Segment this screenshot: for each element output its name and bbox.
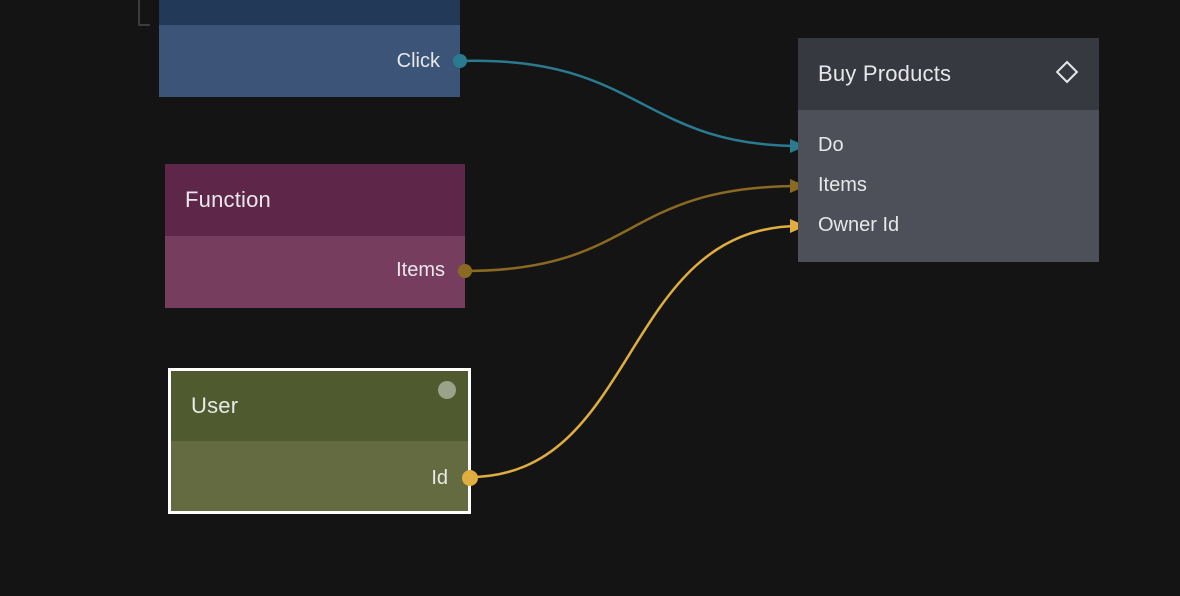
function-node[interactable]: Function Items (165, 164, 472, 308)
function-node-body (165, 236, 465, 308)
user-node[interactable]: User Id (168, 368, 478, 514)
buy-products-node-title: Buy Products (818, 61, 952, 86)
group-bracket (138, 0, 150, 26)
wire-items-to-items[interactable] (463, 184, 801, 273)
status-dot-icon (438, 381, 456, 399)
event-node-body (159, 25, 460, 97)
port-items-output[interactable] (458, 264, 472, 278)
wire-click-to-do[interactable] (458, 59, 801, 148)
port-label-items: Items (396, 259, 445, 281)
function-node-header[interactable]: Function (165, 164, 465, 236)
event-node-header[interactable] (159, 0, 460, 25)
port-label-owner-id[interactable]: Owner Id (818, 214, 900, 236)
port-label-do[interactable]: Do (818, 134, 844, 156)
wire-id-to-owner-id[interactable] (468, 224, 801, 479)
buy-products-node[interactable]: Buy Products Do Items Owner Id (798, 38, 1099, 262)
port-label-id: Id (431, 467, 448, 489)
buy-products-node-header[interactable]: Buy Products (798, 38, 1099, 110)
port-label-click: Click (396, 50, 440, 72)
function-node-title: Function (185, 187, 271, 212)
buy-products-node-body (798, 110, 1099, 262)
port-click-output[interactable] (453, 54, 467, 68)
port-label-items-input[interactable]: Items (818, 174, 867, 196)
user-node-header[interactable]: User (171, 371, 468, 441)
event-node[interactable]: Click (138, 0, 467, 97)
user-node-title: User (191, 393, 239, 418)
user-node-body (171, 441, 468, 511)
port-id-output[interactable] (462, 470, 478, 486)
